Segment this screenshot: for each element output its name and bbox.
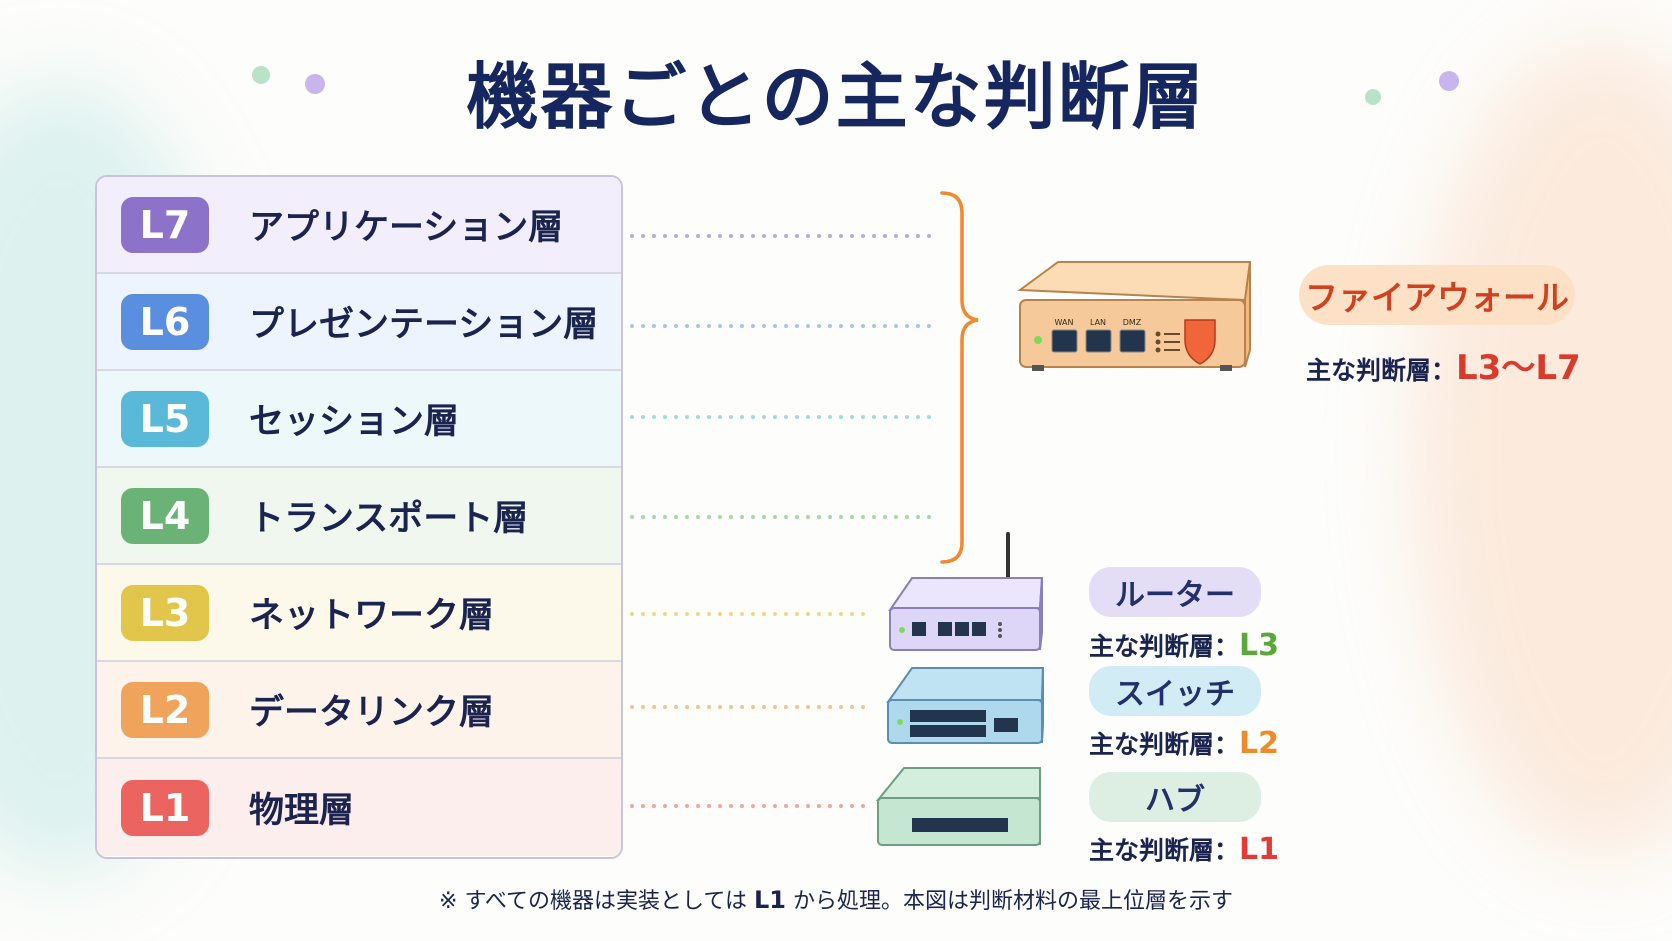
layer-badge: L4 <box>121 487 209 544</box>
layer-name: アプリケーション層 <box>249 208 564 248</box>
layer-badge: L1 <box>121 779 209 836</box>
decor-dot <box>305 74 325 94</box>
layer-badge: L6 <box>121 293 209 350</box>
footnote-highlight: L1 <box>753 886 786 914</box>
page-title: 機器ごとの主な判断層 <box>466 55 1206 139</box>
hub-device <box>875 767 1041 846</box>
caption-value: L1 <box>1239 832 1280 867</box>
switch-device <box>886 667 1045 744</box>
caption-prefix: 主な判断層： <box>1089 730 1240 759</box>
layer-row-l5: L5 セッション層 <box>97 371 621 468</box>
switch-layer-caption: 主な判断層：L2 <box>1089 725 1279 761</box>
layer-badge: L2 <box>121 681 209 738</box>
layer-badge: L3 <box>121 584 209 641</box>
layer-badge: L5 <box>121 390 209 447</box>
firewall-layer-caption: 主な判断層：L3〜L7 <box>1306 340 1581 389</box>
footnote-suffix: から処理。本図は判断材料の最上位層を示す <box>785 889 1233 914</box>
hub-name-label: ハブ <box>1089 772 1261 822</box>
firewall-name-label: ファイアウォール <box>1299 265 1575 325</box>
layer-row-l4: L4 トランスポート層 <box>97 468 621 565</box>
footnote-prefix: ※ すべての機器は実装としては <box>439 889 754 914</box>
caption-prefix: 主な判断層： <box>1089 632 1240 661</box>
osi-layer-table: L7 アプリケーション層 L6 プレゼンテーション層 L5 セッション層 L4 … <box>95 175 623 859</box>
layer-row-l3: L3 ネットワーク層 <box>97 565 621 662</box>
layer-name: プレゼンテーション層 <box>249 305 599 345</box>
caption-prefix: 主な判断層： <box>1306 356 1457 385</box>
layer-badge: L7 <box>121 196 209 253</box>
layer-name: データリンク層 <box>249 693 495 733</box>
firewall-device: WAN LAN DMZ <box>1017 261 1252 371</box>
layer-name: セッション層 <box>249 402 460 442</box>
brace-l4-l7 <box>940 191 979 564</box>
decor-dot <box>1439 71 1459 91</box>
layer-row-l1: L1 物理層 <box>97 759 621 856</box>
decor-dot <box>1365 89 1381 105</box>
caption-value: L2 <box>1239 726 1280 761</box>
router-device <box>888 532 1044 651</box>
layer-name: トランスポート層 <box>249 499 529 539</box>
router-name-label: ルーター <box>1089 567 1261 617</box>
layer-row-l2: L2 データリンク層 <box>97 662 621 759</box>
port-label-lan: LAN <box>1090 318 1106 327</box>
router-layer-caption: 主な判断層：L3 <box>1089 627 1279 663</box>
shield-icon <box>1184 319 1216 365</box>
port-label-dmz: DMZ <box>1123 318 1142 327</box>
footnote: ※ すべての機器は実装としては L1 から処理。本図は判断材料の最上位層を示す <box>0 883 1672 915</box>
layer-name: 物理層 <box>249 791 355 831</box>
layer-row-l7: L7 アプリケーション層 <box>97 177 621 274</box>
caption-value: L3 <box>1239 628 1280 663</box>
layer-row-l6: L6 プレゼンテーション層 <box>97 274 621 371</box>
switch-name-label: スイッチ <box>1089 666 1261 716</box>
layer-name: ネットワーク層 <box>249 596 495 636</box>
caption-value: L3〜L7 <box>1456 348 1581 388</box>
caption-prefix: 主な判断層： <box>1089 836 1240 865</box>
hub-layer-caption: 主な判断層：L1 <box>1089 831 1279 867</box>
port-label-wan: WAN <box>1055 318 1074 327</box>
decor-dot <box>252 66 270 84</box>
